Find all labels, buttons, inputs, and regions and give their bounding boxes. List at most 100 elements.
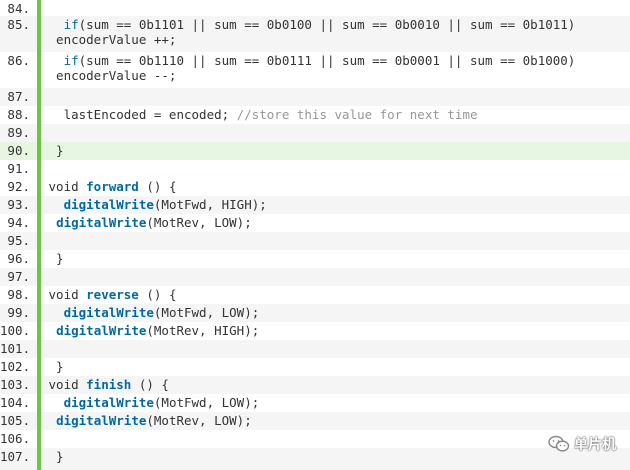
- code-line: 97.: [0, 268, 630, 286]
- code-line: 104. digitalWrite(MotFwd, LOW);: [0, 394, 630, 412]
- code-token: () {: [138, 287, 177, 302]
- code-text: [41, 268, 630, 286]
- line-number: 100.: [0, 323, 31, 338]
- code-text: [41, 0, 630, 16]
- line-number: 103.: [0, 377, 31, 392]
- function-token: digitalWrite: [63, 305, 154, 320]
- line-number: 86.: [7, 53, 30, 68]
- code-token: [41, 17, 64, 32]
- function-token: finish: [86, 377, 132, 392]
- function-token: digitalWrite: [63, 395, 154, 410]
- code-text: digitalWrite(MotRev, LOW);: [41, 214, 630, 232]
- code-token: (MotFwd, HIGH);: [153, 197, 267, 212]
- code-token: [41, 305, 64, 320]
- line-number: 85.: [7, 17, 30, 32]
- code-line: 95.: [0, 232, 630, 250]
- code-text: lastEncoded = encoded; //store this valu…: [41, 106, 630, 124]
- line-number: 90.: [7, 143, 30, 158]
- keyword-token: if: [63, 17, 79, 32]
- line-number: 101.: [0, 341, 31, 356]
- code-token: (sum == 0b1110 || sum == 0b0111 || sum =…: [78, 53, 576, 68]
- code-text: void finish () {: [41, 376, 630, 394]
- code-token: }: [41, 251, 64, 266]
- code-token: [41, 395, 64, 410]
- code-text: digitalWrite(MotFwd, HIGH);: [41, 196, 630, 214]
- code-line: 92. void forward () {: [0, 178, 630, 196]
- code-line: 85. if(sum == 0b1101 || sum == 0b0100 ||…: [0, 16, 630, 52]
- line-number: 102.: [0, 359, 31, 374]
- code-token: (MotRev, LOW);: [146, 215, 252, 230]
- code-text: if(sum == 0b1101 || sum == 0b0100 || sum…: [41, 16, 630, 52]
- code-token: (MotFwd, LOW);: [153, 395, 260, 410]
- code-line: 103. void finish () {: [0, 376, 630, 394]
- code-text: [41, 88, 630, 106]
- line-number: 89.: [7, 125, 30, 140]
- line-number: 94.: [7, 215, 30, 230]
- code-token: void: [41, 287, 87, 302]
- code-text: void forward () {: [41, 178, 630, 196]
- code-token: void: [41, 377, 87, 392]
- keyword-token: if: [63, 53, 79, 68]
- code-line: 96. }: [0, 250, 630, 268]
- line-number: 106.: [0, 431, 31, 446]
- code-line: 88. lastEncoded = encoded; //store this …: [0, 106, 630, 124]
- line-number: 97.: [7, 269, 30, 284]
- code-text: if(sum == 0b1110 || sum == 0b0111 || sum…: [41, 52, 630, 88]
- code-token: encoderValue --;: [41, 68, 177, 83]
- line-number: 105.: [0, 413, 31, 428]
- line-number: 87.: [7, 89, 30, 104]
- code-text: }: [41, 250, 630, 268]
- code-text: digitalWrite(MotFwd, LOW);: [41, 394, 630, 412]
- code-text: [41, 232, 630, 250]
- code-line: 90. }: [0, 142, 630, 160]
- code-text: digitalWrite(MotFwd, LOW);: [41, 304, 630, 322]
- code-token: (sum == 0b1101 || sum == 0b0100 || sum =…: [78, 17, 576, 32]
- code-token: [41, 53, 64, 68]
- code-line: 84.: [0, 0, 630, 16]
- code-text: digitalWrite(MotRev, HIGH);: [41, 322, 630, 340]
- code-text: }: [41, 448, 630, 470]
- code-text: [41, 160, 630, 178]
- code-text: void reverse () {: [41, 286, 630, 304]
- watermark: 单片机: [548, 434, 616, 454]
- code-text: [41, 430, 630, 448]
- line-number: 99.: [7, 305, 30, 320]
- line-number: 107.: [0, 449, 31, 464]
- code-line: 102. }: [0, 358, 630, 376]
- code-token: }: [41, 449, 64, 464]
- function-token: reverse: [86, 287, 139, 302]
- wechat-icon: [548, 435, 570, 452]
- code-line: 100. digitalWrite(MotRev, HIGH);: [0, 322, 630, 340]
- code-token: (MotFwd, LOW);: [153, 305, 260, 320]
- line-number: 104.: [0, 395, 31, 410]
- code-token: }: [41, 143, 64, 158]
- line-number: 88.: [7, 107, 30, 122]
- code-line: 89.: [0, 124, 630, 142]
- code-line: 98. void reverse () {: [0, 286, 630, 304]
- code-token: void: [41, 179, 87, 194]
- function-token: forward: [86, 179, 139, 194]
- line-number: 96.: [7, 251, 30, 266]
- code-line: 106.: [0, 430, 630, 448]
- code-line: 101.: [0, 340, 630, 358]
- code-token: lastEncoded = encoded;: [41, 107, 237, 122]
- function-token: digitalWrite: [56, 323, 147, 338]
- code-line: 105. digitalWrite(MotRev, LOW);: [0, 412, 630, 430]
- code-line: 87.: [0, 88, 630, 106]
- line-number: 91.: [7, 161, 30, 176]
- code-token: encoderValue ++;: [41, 32, 177, 47]
- line-number: 84.: [7, 1, 30, 16]
- watermark-text: 单片机: [574, 437, 616, 453]
- code-text: }: [41, 358, 630, 376]
- code-token: (MotRev, HIGH);: [146, 323, 260, 338]
- code-line: 99. digitalWrite(MotFwd, LOW);: [0, 304, 630, 322]
- diff-gutter-bar: [37, 0, 41, 470]
- code-token: [41, 215, 56, 230]
- code-text: digitalWrite(MotRev, LOW);: [41, 412, 630, 430]
- code-line: 93. digitalWrite(MotFwd, HIGH);: [0, 196, 630, 214]
- code-line: 86. if(sum == 0b1110 || sum == 0b0111 ||…: [0, 52, 630, 88]
- code-line: 91.: [0, 160, 630, 178]
- code-line: 107. }: [0, 448, 630, 470]
- line-number: 98.: [7, 287, 30, 302]
- code-text: [41, 340, 630, 358]
